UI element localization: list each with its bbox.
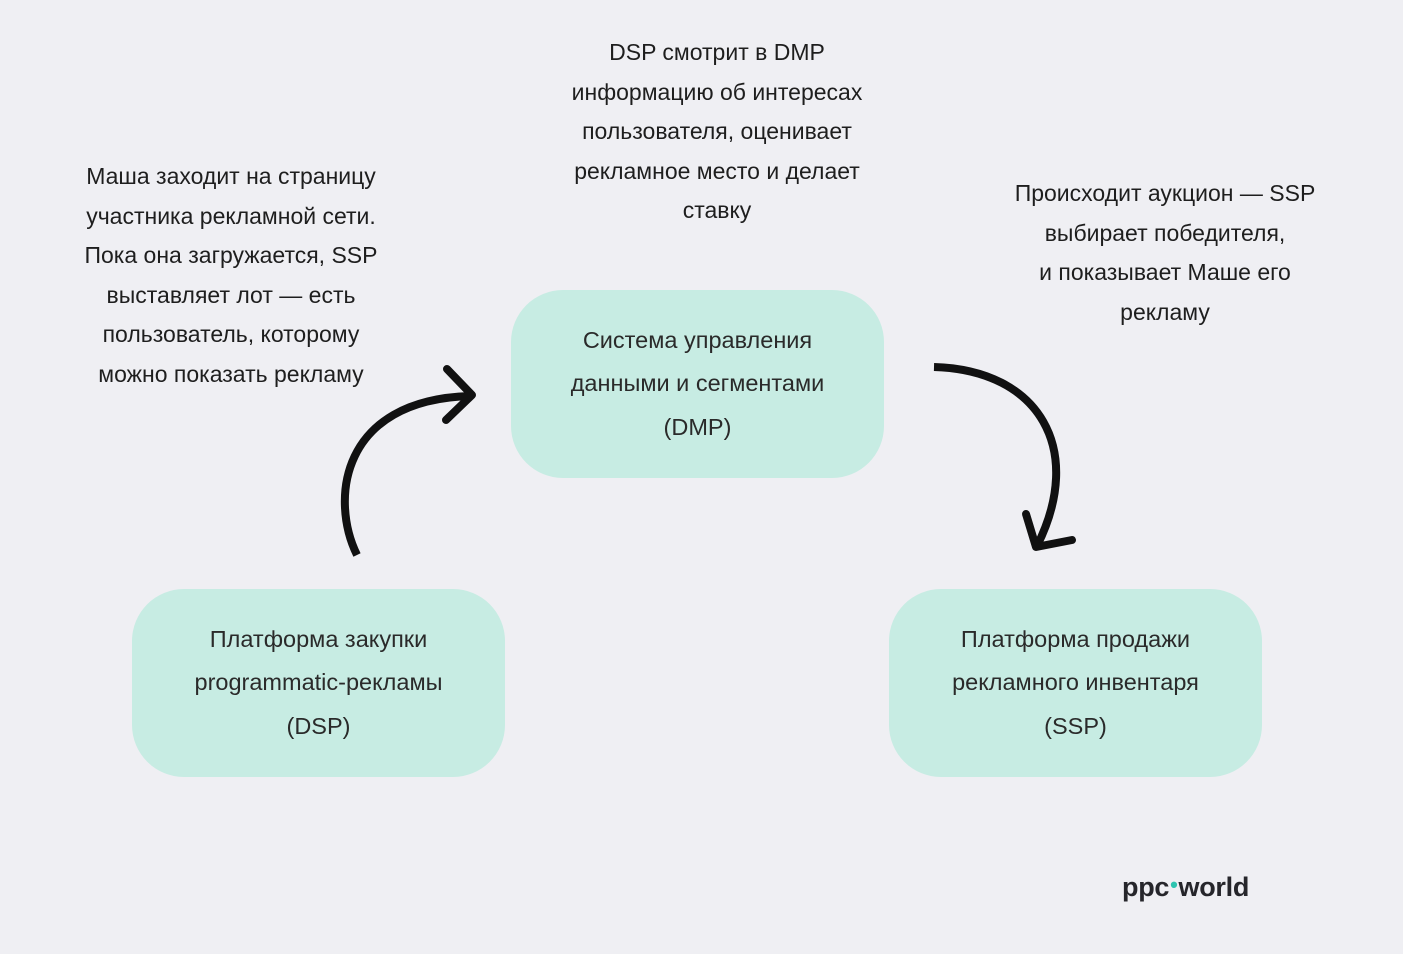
arrow-curve [933,363,1061,548]
dmp-box: Система управления данными и сегментами … [511,290,884,478]
logo-text-ppc: ppc [1122,872,1170,902]
logo-dot-icon: • [1170,872,1178,897]
ppc-world-logo: ppc•world [1122,872,1249,903]
ssp-box: Платформа продажи рекламного инвентаря (… [889,589,1262,777]
dsp-box: Платформа закупки programmatic-рекламы (… [132,589,505,777]
logo-text-world: world [1178,872,1250,902]
arrowhead [442,365,476,424]
note-step-3: Происходит аукцион — SSP выбирает победи… [1014,180,1316,325]
note-step-1: Маша заходит на страницу участника рекла… [84,163,378,387]
arrowhead [1022,510,1076,551]
arrow-curve [340,392,471,557]
note-step-2: DSP смотрит в DMP информацию об интереса… [571,39,863,223]
